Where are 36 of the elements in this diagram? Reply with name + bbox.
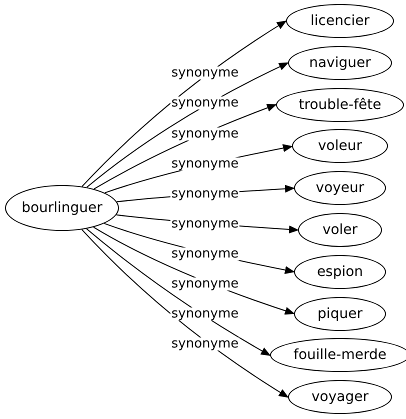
edge-label: synonyme: [170, 338, 240, 351]
node-label: fouille-merde: [294, 347, 386, 364]
node-label: naviguer: [309, 54, 371, 71]
node-ellipse: [294, 171, 386, 206]
arrow: [81, 229, 289, 398]
node-ellipse: [298, 213, 382, 247]
node-ellipse: [294, 296, 386, 331]
node-label: voler: [322, 222, 358, 238]
node-label: voyeur: [316, 180, 364, 196]
arrow: [86, 228, 271, 356]
node-label: trouble-fête: [298, 96, 382, 113]
edge-label: synonyme: [170, 278, 240, 291]
edge-label: synonyme: [170, 187, 240, 200]
edge-label: synonyme: [170, 66, 240, 80]
arrow: [86, 62, 289, 188]
edge-label: synonyme: [170, 308, 240, 321]
node-ellipse: [292, 129, 388, 164]
node-ellipse: [288, 46, 392, 80]
edge-label: synonyme: [170, 217, 240, 230]
edge-label: synonyme: [170, 96, 240, 110]
node-label: espion: [316, 264, 364, 280]
node-ellipse: [294, 254, 386, 289]
node-label: licencier: [310, 13, 370, 29]
node-ellipse: [276, 88, 404, 122]
node-label: voyager: [312, 389, 368, 406]
node-ellipse: [288, 380, 392, 414]
node-ellipse: [270, 338, 406, 372]
node-ellipse: [5, 185, 119, 231]
node-label: bourlinguer: [22, 200, 102, 216]
arrow: [82, 20, 287, 187]
node-ellipse: [286, 4, 394, 38]
node-label: piquer: [318, 306, 362, 322]
node-label: voleur: [318, 138, 362, 154]
edge-label: synonyme: [170, 157, 240, 170]
edge-label: synonyme: [170, 127, 240, 140]
edge-label: synonyme: [170, 247, 240, 260]
